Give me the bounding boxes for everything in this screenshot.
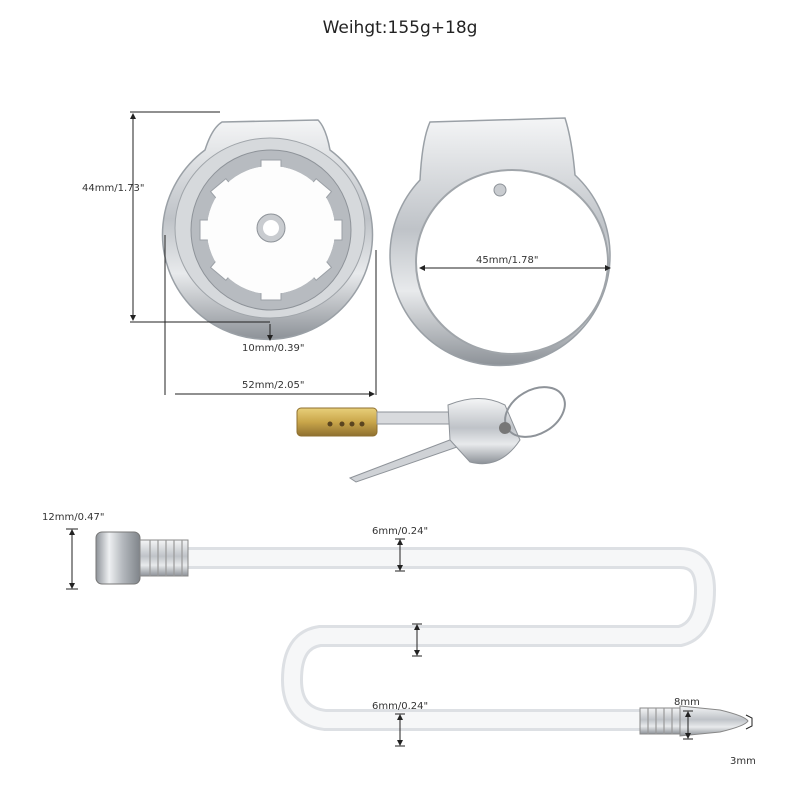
cage-height-label: 44mm/1.73": [82, 183, 145, 194]
tip-opening-label: 3mm: [730, 756, 756, 767]
weight-title: Weihgt:155g+18g: [322, 18, 478, 38]
cage-depth-label: 10mm/0.39": [242, 343, 305, 354]
lock-and-keys: [296, 386, 566, 483]
catheter-tube: [95, 531, 749, 737]
tube-head-label: 12mm/0.47": [42, 512, 105, 523]
cage-width-label: 52mm/2.05": [242, 380, 305, 391]
cage-front: [161, 119, 374, 341]
tube-top-label: 6mm/0.24": [372, 526, 429, 537]
tip-diameter-label: 8mm: [674, 697, 700, 708]
ring-diameter-label: 45mm/1.78": [476, 255, 539, 266]
base-ring: [389, 117, 611, 367]
tube-bottom-label: 6mm/0.24": [372, 701, 429, 712]
